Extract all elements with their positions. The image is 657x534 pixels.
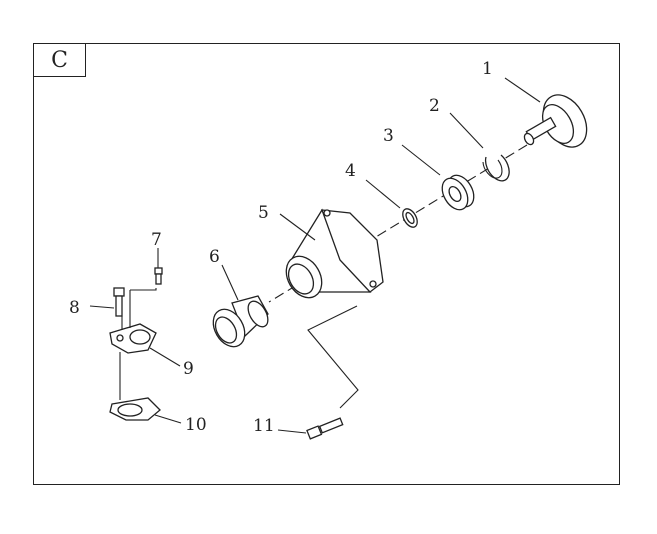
diagram-frame <box>33 43 620 485</box>
part-5-clutch-housing[interactable] <box>279 208 384 304</box>
part-7-screw[interactable] <box>154 267 163 285</box>
callout-2: 2 <box>429 96 440 116</box>
callout-4: 4 <box>345 161 356 181</box>
callout-6: 6 <box>209 247 220 267</box>
part-6-liner[interactable] <box>207 295 272 352</box>
section-label: C <box>33 43 86 77</box>
part-8-bolt[interactable] <box>113 287 125 317</box>
part-4-retaining-ring[interactable] <box>400 206 420 229</box>
callout-1: 1 <box>482 59 493 79</box>
part-2-snap-ring[interactable] <box>482 154 510 182</box>
callout-10: 10 <box>185 415 207 435</box>
callout-7: 7 <box>151 230 162 250</box>
part-3-bearing[interactable] <box>437 171 479 214</box>
part-10-clamp-lower[interactable] <box>109 397 161 421</box>
callout-5: 5 <box>258 203 269 223</box>
part-11-bolt[interactable] <box>306 417 344 440</box>
assembly-axis <box>268 144 528 303</box>
callout-11: 11 <box>253 416 275 436</box>
callout-8: 8 <box>69 298 80 318</box>
part-1-clutch-drum[interactable] <box>523 87 596 154</box>
callout-3: 3 <box>383 126 394 146</box>
part-9-clamp[interactable] <box>109 323 157 354</box>
callout-9: 9 <box>183 359 194 379</box>
